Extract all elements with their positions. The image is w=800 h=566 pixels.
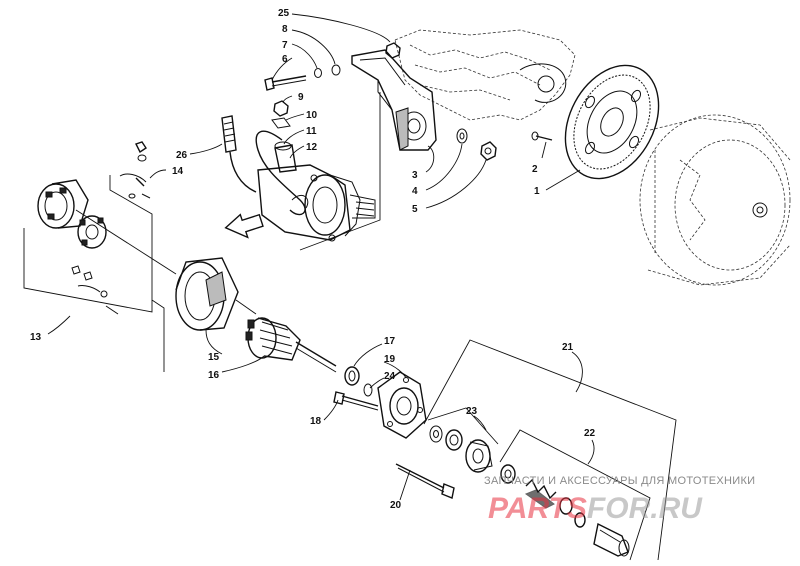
lock-washer [314,68,322,78]
label-5: 5 [412,204,418,215]
watermark-logo-parts: PARTS [488,492,587,525]
starter-mounting-bracket [351,49,437,151]
callout-5: 5 [412,159,487,215]
label-24: 24 [384,371,396,382]
thrust-washer [363,383,373,397]
callout-14: 14 [149,166,184,179]
label-13: 13 [30,332,42,343]
pinion-collar [559,497,573,515]
group-line-21 [423,339,677,561]
callout-2: 2 [532,141,547,175]
drive-washer [429,425,443,443]
armature-axis [235,299,257,315]
terminal-nut [273,100,289,117]
label-10: 10 [306,110,318,121]
label-26: 26 [176,150,188,161]
watermark-logo-domain: FOR.RU [587,492,703,525]
label-3: 3 [412,170,418,181]
drive-clutch-outline [639,114,791,286]
label-7: 7 [282,40,288,51]
callout-21: 21 [562,342,583,393]
yoke-housing [175,257,239,331]
label-20: 20 [390,500,402,511]
label-12: 12 [306,142,318,153]
terminal-hardware [119,141,151,199]
label-4: 4 [412,186,418,197]
top-washer [331,64,341,76]
starter-motor-assembled [255,130,376,242]
pinion-stopper [574,512,586,528]
callout-19: 19 [383,354,407,379]
terminal-washer [271,117,291,129]
callout-1: 1 [534,169,581,197]
callout-16: 16 [208,355,265,381]
label-9: 9 [298,92,304,103]
callout-3: 3 [412,145,435,181]
label-14: 14 [172,166,184,177]
callout-13: 13 [30,315,71,343]
label-23: 23 [466,406,478,417]
brush-springs [71,265,119,315]
pinion-gear [500,464,516,484]
engine-block-outline [394,29,576,121]
top-nut [385,42,401,59]
label-21: 21 [562,342,574,353]
pinion-shaft [593,522,630,557]
brush-holder [77,215,107,249]
callout-8: 8 [282,24,336,65]
bracket-nut [480,141,497,161]
label-25: 25 [278,8,290,19]
callout-20: 20 [390,469,411,511]
callout-11: 11 [283,126,317,145]
o-ring [344,366,360,386]
label-16: 16 [208,370,220,381]
ring-gear-bolt [531,131,553,141]
drive-bushing [445,429,463,451]
callout-18: 18 [310,399,339,427]
callout-26: 26 [176,143,223,161]
label-2: 2 [532,164,538,175]
group-line-13 [23,228,153,313]
label-17: 17 [384,336,396,347]
long-bolt-20 [395,463,455,499]
label-11: 11 [306,126,317,137]
callout-6: 6 [271,54,293,81]
callout-17: 17 [353,336,396,367]
rear-end-cap [37,179,89,229]
label-18: 18 [310,416,322,427]
label-8: 8 [282,24,288,35]
group-line-23 [427,407,499,445]
direction-arrow [224,213,264,239]
label-15: 15 [208,352,220,363]
watermark-caption: ЗАПЧАСТИ И АКСЕССУАРЫ ДЛЯ МОТОТЕХНИКИ [484,475,755,487]
watermark-logo: PARTSFOR.RU [488,492,703,525]
armature [245,317,337,373]
callout-24: 24 [369,371,396,389]
label-1: 1 [534,186,540,197]
label-6: 6 [282,54,288,65]
label-22: 22 [584,428,596,439]
watermark: ЗАПЧАСТИ И АКСЕССУАРЫ ДЛЯ МОТОТЕХНИКИ PA… [484,475,755,525]
label-19: 19 [384,354,396,365]
callout-22: 22 [584,428,596,465]
pinion-clutch [465,439,493,473]
through-bolt-18 [333,391,379,411]
callout-7: 7 [282,40,318,69]
rear-cap-axis [75,209,177,275]
bracket-washer [456,128,468,144]
callout-25: 25 [278,8,391,43]
mount-bolt [264,75,307,91]
pinion-spring [524,478,557,509]
callout-15: 15 [205,329,223,363]
cable-boot [221,115,257,193]
callout-23: 23 [466,406,487,431]
callout-12: 12 [289,142,318,159]
callout-9: 9 [282,92,304,103]
group-line-14 [109,175,165,372]
group-line-22 [499,429,651,561]
callout-10: 10 [285,110,318,121]
ring-gear [564,64,660,180]
callout-4: 4 [412,143,463,197]
